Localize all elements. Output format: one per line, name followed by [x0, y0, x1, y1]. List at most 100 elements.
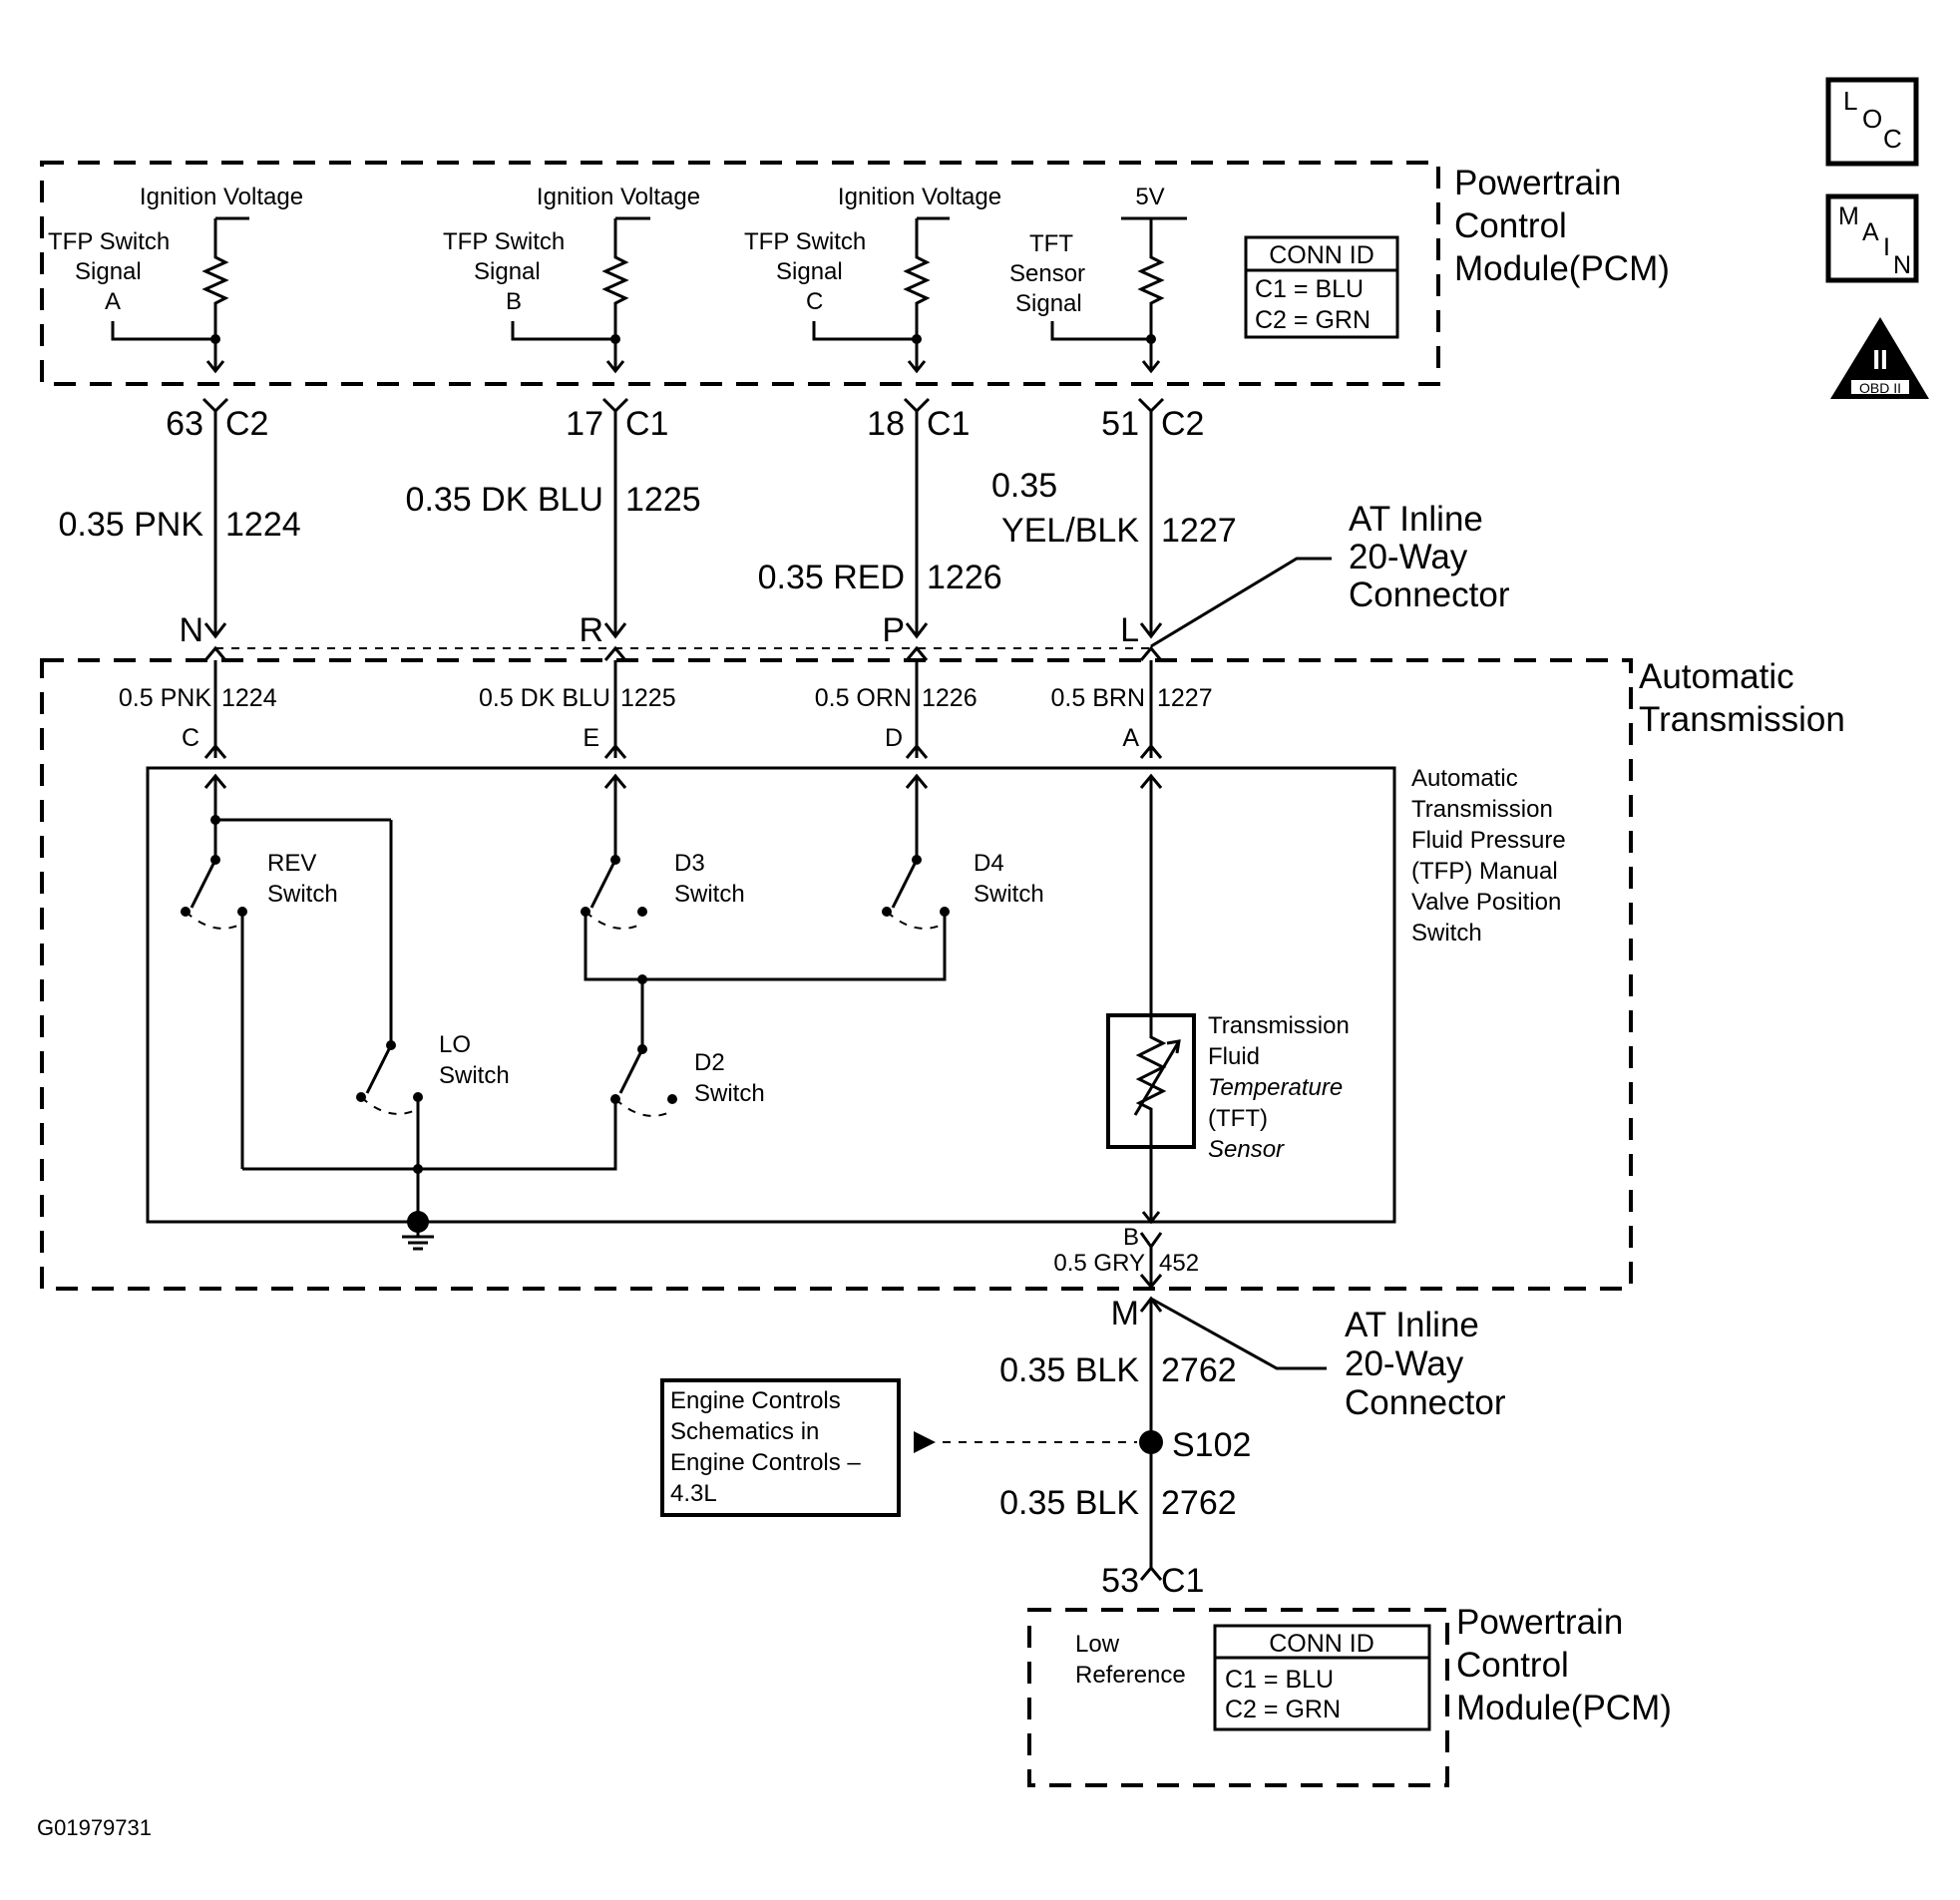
lo-switch: LO Switch [356, 1031, 510, 1222]
pcm-top-pins: 63 C2 17 C1 18 C1 51 C2 0.35 PNK 1224 0.… [58, 397, 1237, 636]
reference-line: 4.3L [670, 1480, 717, 1507]
conn-id-header: CONN ID [1269, 1630, 1374, 1658]
connector-id: C2 [225, 405, 268, 443]
main-icon-a: A [1862, 218, 1879, 246]
signal-label-line: Signal [75, 258, 142, 285]
supply-label: Ignition Voltage [838, 184, 1001, 210]
wire-color-line: YEL/BLK [1001, 512, 1139, 550]
wire-circuit: 1225 [620, 684, 676, 712]
supply-label: Ignition Voltage [537, 184, 700, 210]
inline-connector-label-line: Connector [1349, 575, 1510, 614]
reference-line: Engine Controls – [670, 1449, 861, 1476]
tft-sensor: Transmission Fluid Temperature (TFT) Sen… [1106, 773, 1350, 1225]
engine-controls-reference[interactable]: Engine Controls Schematics in Engine Con… [660, 1378, 901, 1517]
tfp-assembly-label-line: Switch [1411, 920, 1482, 947]
pin-letter: B [1123, 1224, 1139, 1251]
rev-switch-label: REV Switch [267, 850, 338, 908]
transmission-title: Automatic Transmission [1639, 657, 1845, 739]
inline-connector-label-line: Connector [1345, 1383, 1506, 1422]
lo-switch-label: LO Switch [439, 1031, 510, 1089]
terminal-letter: R [579, 611, 603, 649]
pin-letter: E [583, 724, 599, 752]
wire-color: 0.5 GRY [1053, 1250, 1145, 1277]
wire-color: 0.35 BLK [999, 1351, 1139, 1389]
pcm-top-title-line: Module(PCM) [1454, 249, 1670, 288]
wire-circuit: 452 [1159, 1250, 1199, 1277]
d4-switch-label: D4 Switch [974, 850, 1044, 908]
supply-label: 5V [1135, 184, 1164, 210]
main-icon-n: N [1893, 251, 1911, 279]
pcm-bottom-title-line: Module(PCM) [1456, 1689, 1672, 1727]
tfp-assembly-label: Automatic Transmission Fluid Pressure (T… [1411, 765, 1572, 947]
pin-number: 17 [566, 405, 603, 443]
wire-color: 0.35 RED [758, 559, 905, 596]
pin-number: 51 [1101, 405, 1139, 443]
conn-id-c1: C1 = BLU [1225, 1666, 1334, 1694]
main-icon-i: I [1883, 233, 1890, 261]
tfp-assembly-label-line: Valve Position [1411, 889, 1561, 916]
signal-label: TFP Switch Signal A [48, 228, 177, 315]
inline-connector-label-line: 20-Way [1345, 1344, 1464, 1383]
conn-id-c2: C2 = GRN [1225, 1696, 1341, 1723]
inline-connector-bottom-label: AT Inline 20-Way Connector [1345, 1306, 1506, 1422]
switch-label-line: D2 [694, 1049, 725, 1076]
terminal-letter: L [1120, 611, 1139, 649]
rev-lo-branch [203, 773, 393, 1045]
pin-number: 18 [867, 405, 905, 443]
low-reference-label: Low Reference [1075, 1631, 1186, 1689]
signal-label-line: A [105, 288, 121, 315]
pcm-top-title-line: Control [1454, 206, 1567, 245]
transmission-wires: 0.5 PNK 1224 0.5 DK BLU 1225 0.5 ORN 122… [119, 660, 1213, 759]
reference-line: Schematics in [670, 1418, 819, 1445]
d3-switch: D3 Switch [581, 773, 947, 984]
thermistor-icon [1135, 1015, 1167, 1147]
tft-label-line: Temperature [1208, 1074, 1343, 1101]
d2-switch: D2 Switch [242, 979, 765, 1171]
connector-id: C1 [1161, 1562, 1204, 1600]
wire-circuit: 1224 [225, 506, 301, 544]
switch-label-line: D4 [974, 850, 1004, 877]
conn-id-header: CONN ID [1269, 241, 1374, 269]
wire-circuit: 1226 [927, 559, 1002, 596]
rev-switch: REV Switch [181, 850, 338, 1169]
wire-color: 0.5 PNK [119, 684, 211, 712]
main-icon: M A I N [1825, 193, 1919, 283]
signal-label-line: Signal [776, 258, 843, 285]
low-reference-label-line: Reference [1075, 1662, 1186, 1689]
tft-label-line: Transmission [1208, 1012, 1350, 1039]
transmission-title-line: Transmission [1639, 700, 1845, 739]
pcm-circuit-tfp-c: Ignition Voltage TFP Switch Signal C [744, 184, 1001, 374]
signal-label: TFP Switch Signal B [443, 228, 572, 315]
engine-controls-reference-text: Engine Controls Schematics in Engine Con… [670, 1387, 867, 1507]
reference-line: Engine Controls [670, 1387, 841, 1414]
reference-arrow-icon [914, 1431, 936, 1453]
switch-label-line: LO [439, 1031, 471, 1058]
pin-letter: D [885, 724, 903, 752]
wire-circuit: 1226 [922, 684, 978, 712]
pcm-bottom-title-line: Control [1456, 1646, 1569, 1685]
d4-switch: D4 Switch [882, 773, 1044, 930]
switch-label-line: D3 [674, 850, 705, 877]
splice-s102 [1139, 1430, 1163, 1454]
pcm-bottom-conn-id-table: CONN ID C1 = BLU C2 = GRN [1213, 1624, 1431, 1731]
switch-label-line: Switch [674, 881, 745, 908]
tfp-assembly-label-line: (TFP) Manual [1411, 858, 1558, 885]
wire-circuit: 2762 [1161, 1351, 1237, 1389]
obd-icon-text: OBD II [1859, 380, 1901, 396]
wire-color: 0.35 BLK [999, 1484, 1139, 1522]
pcm-top-title: Powertrain Control Module(PCM) [1454, 164, 1670, 288]
connector-id: C1 [625, 405, 668, 443]
d2-switch-label: D2 Switch [694, 1049, 765, 1107]
signal-label-line: C [806, 288, 823, 315]
wire-color: 0.5 DK BLU [479, 684, 610, 712]
switch-label-line: Switch [267, 881, 338, 908]
signal-label-line: TFT [1029, 230, 1073, 257]
switch-label-line: Switch [439, 1062, 510, 1089]
pin-number: 63 [166, 405, 203, 443]
tft-label-line: Fluid [1208, 1043, 1260, 1070]
pcm-top-conn-id-table: CONN ID C1 = BLU C2 = GRN [1244, 235, 1399, 339]
pcm-bottom-box [1027, 1608, 1449, 1787]
wire-circuit: 1224 [221, 684, 277, 712]
inline-connector-label-line: 20-Way [1349, 538, 1468, 576]
